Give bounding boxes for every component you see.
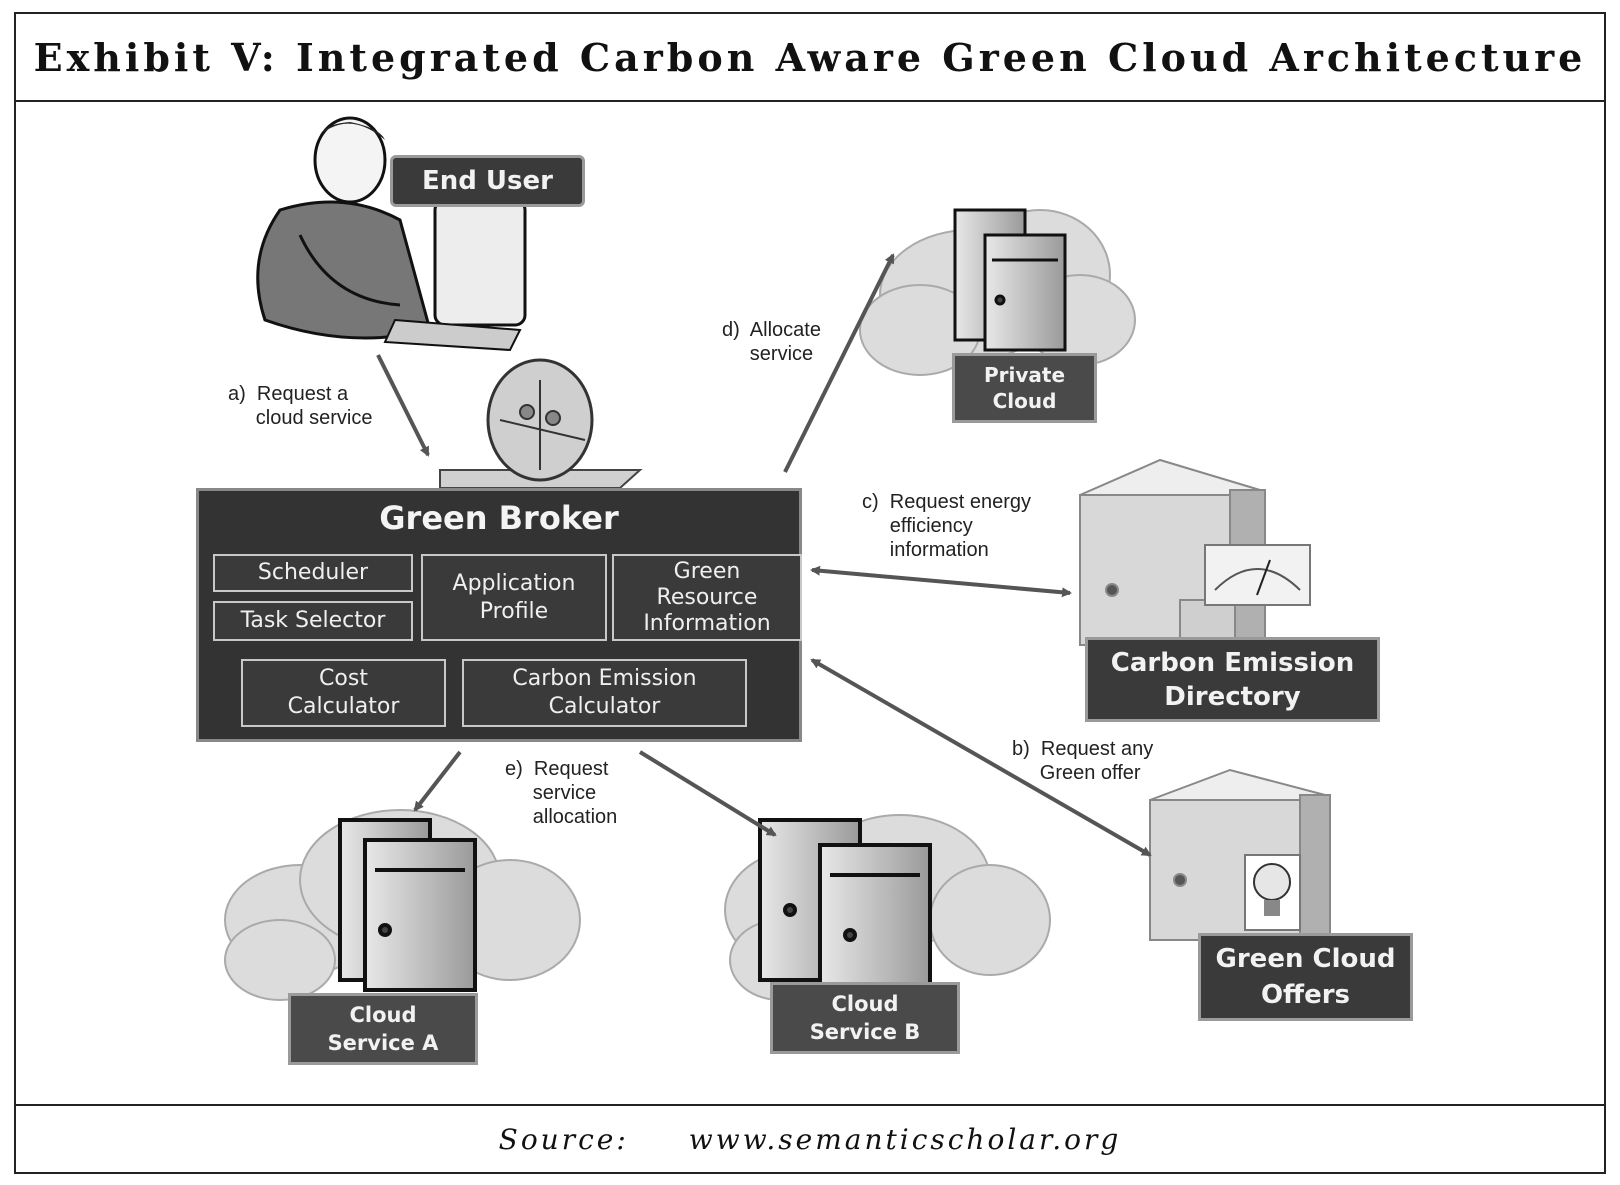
private-cloud-label: Private Cloud <box>952 353 1097 423</box>
server-icon <box>1149 768 1331 941</box>
gauge-icon <box>1204 544 1311 606</box>
carbon-emission-calculator-module: Carbon Emission Calculator <box>462 659 747 727</box>
exhibit-frame: Exhibit V: Integrated Carbon Aware Green… <box>14 12 1606 1174</box>
step-d-label: d) Allocate service <box>722 319 821 365</box>
arrow-request-cloud-service <box>376 354 430 457</box>
step-a-label: a) Request a cloud service <box>228 383 373 429</box>
arrow-to-service-b <box>638 750 777 837</box>
server-icon <box>953 208 1067 352</box>
arrow-request-green-offer <box>810 658 1152 857</box>
arrow-request-energy-info <box>810 565 1072 598</box>
satellite-dish-icon <box>439 358 643 489</box>
arrow-to-service-a <box>413 750 462 812</box>
arrow-allocate-service <box>783 253 895 473</box>
carbon-emission-directory-label: Carbon Emission Directory <box>1085 637 1380 722</box>
cloud-service-b-label: Cloud Service B <box>770 982 960 1054</box>
page-title: Exhibit V: Integrated Carbon Aware Green… <box>33 34 1587 80</box>
scheduler-module: Scheduler <box>213 554 413 592</box>
title-band: Exhibit V: Integrated Carbon Aware Green… <box>16 14 1604 102</box>
user-at-computer-icon <box>256 116 527 352</box>
step-c-label: c) Request energy efficiency information <box>862 491 1031 561</box>
application-profile-module: Application Profile <box>421 554 607 641</box>
task-selector-module: Task Selector <box>213 601 413 641</box>
green-cloud-offers-label: Green Cloud Offers <box>1198 933 1413 1021</box>
source-url: www.semanticscholar.org <box>688 1122 1122 1156</box>
green-broker: Green Broker Scheduler Task Selector App… <box>196 488 802 742</box>
source-label: Source: <box>498 1122 629 1156</box>
green-resource-info-module: Green Resource Information <box>612 554 802 641</box>
server-icon <box>758 818 932 997</box>
server-icon <box>338 818 477 992</box>
cloud-service-a-label: Cloud Service A <box>288 993 478 1065</box>
end-user-label: End User <box>390 155 585 207</box>
step-e-label: e) Request service allocation <box>505 758 618 828</box>
lightbulb-icon <box>1244 854 1301 931</box>
source-band: Source: www.semanticscholar.org <box>16 1104 1604 1172</box>
step-b-label: b) Request any Green offer <box>1012 738 1154 784</box>
cost-calculator-module: Cost Calculator <box>241 659 446 727</box>
green-broker-title: Green Broker <box>379 499 619 537</box>
